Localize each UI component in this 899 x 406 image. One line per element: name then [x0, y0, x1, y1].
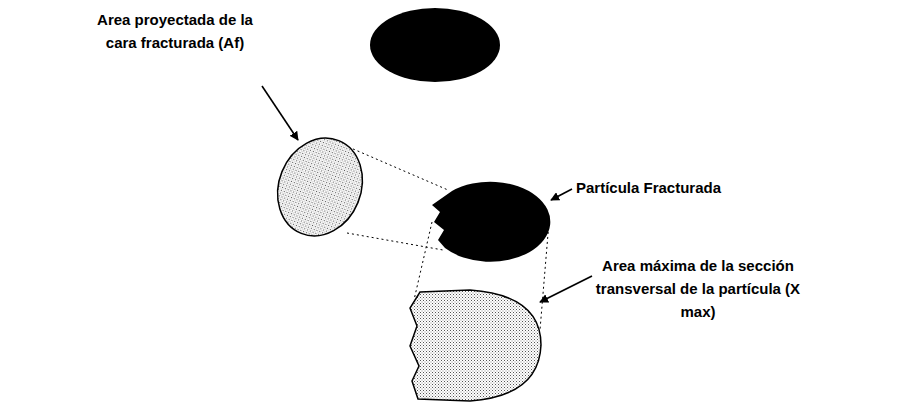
fractured-particle: [432, 182, 550, 262]
leader-arrows: [262, 86, 592, 302]
callout-label: Partícula Fracturada: [576, 176, 721, 199]
max-cross-section: [410, 290, 541, 401]
callout-label: Area máxima de la sección transversal de…: [592, 254, 804, 323]
fracture-face-projection: [263, 125, 376, 248]
whole-particle: [370, 8, 500, 82]
callout-label: Area proyectada de la cara fracturada (A…: [85, 8, 265, 54]
